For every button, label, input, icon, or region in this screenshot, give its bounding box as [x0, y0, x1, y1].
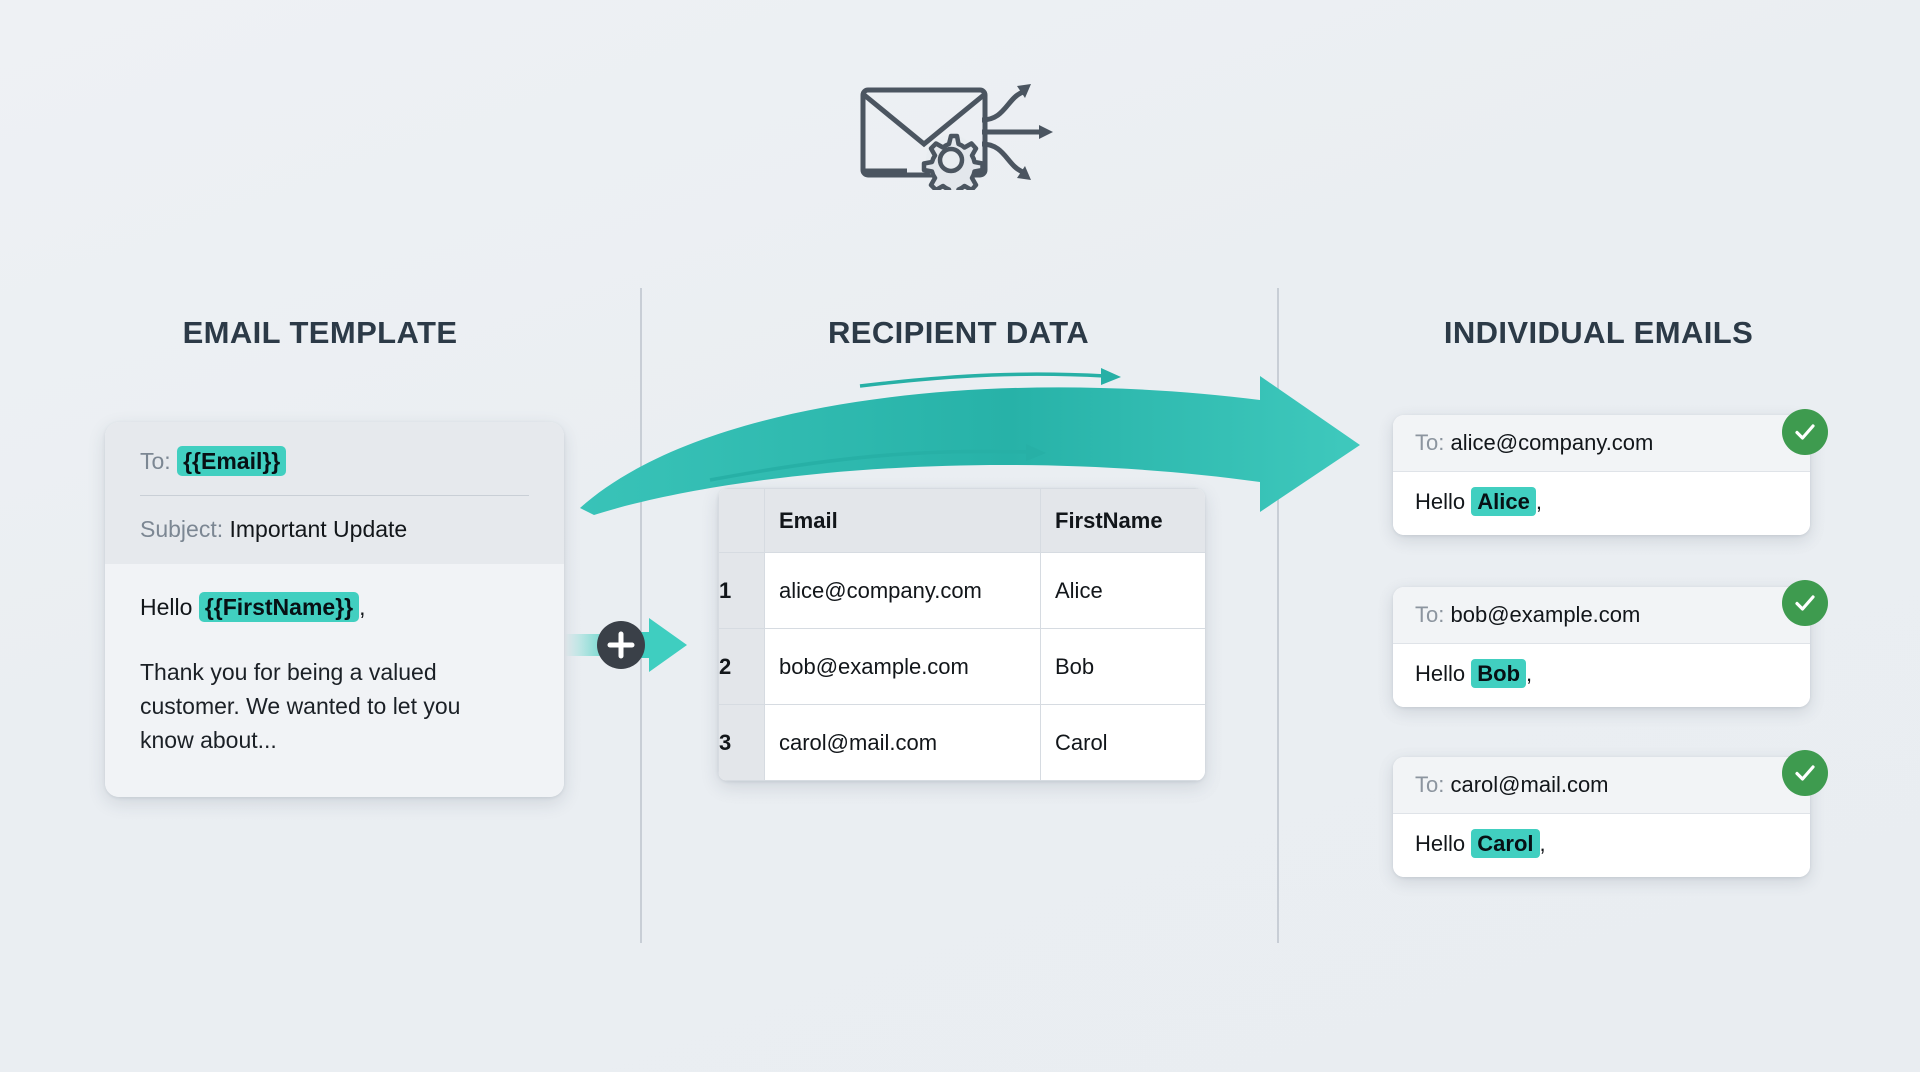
template-to-token: {{Email}} [177, 446, 287, 476]
table-row[interactable]: 2 bob@example.com Bob [718, 628, 1205, 705]
template-body-text: Thank you for being a valued customer. W… [140, 659, 461, 754]
table-index-header [718, 488, 765, 553]
template-to-row: To: {{Email}} [140, 444, 529, 479]
output-name-token: Bob [1471, 659, 1527, 688]
output-name-token: Alice [1471, 487, 1536, 516]
section-title-individual-emails: INDIVIDUAL EMAILS [1443, 315, 1754, 350]
table-header-firstname[interactable]: FirstName [1040, 488, 1205, 553]
output-to-label: To: [1415, 602, 1445, 627]
output-greeting-suffix: , [1526, 661, 1533, 686]
merge-connector [565, 600, 705, 690]
template-firstname-token: {{FirstName}} [198, 592, 360, 622]
output-greeting-prefix: Hello [1415, 489, 1466, 514]
output-to-row: To: alice@company.com [1393, 415, 1810, 472]
output-to-value: alice@company.com [1450, 430, 1654, 455]
output-to-label: To: [1415, 772, 1445, 797]
output-to-row: To: bob@example.com [1393, 587, 1810, 644]
output-body: Hello Alice, [1393, 472, 1810, 535]
table-header-email[interactable]: Email [764, 488, 1041, 553]
mail-merge-icon [855, 70, 1065, 200]
output-to-row: To: carol@mail.com [1393, 757, 1810, 814]
cell-firstname[interactable]: Carol [1040, 704, 1205, 781]
output-email-card[interactable]: To: carol@mail.com Hello Carol, [1393, 757, 1810, 877]
table-row[interactable]: 1 alice@company.com Alice [718, 552, 1205, 629]
cell-email[interactable]: alice@company.com [764, 552, 1041, 629]
column-divider-right [1277, 288, 1279, 943]
table-row[interactable]: 3 carol@mail.com Carol [718, 704, 1205, 781]
output-email-card[interactable]: To: bob@example.com Hello Bob, [1393, 587, 1810, 707]
status-badge-check-icon [1782, 580, 1828, 626]
table-header-row: Email FirstName [718, 488, 1205, 553]
output-name-token: Carol [1471, 829, 1540, 858]
output-to-label: To: [1415, 430, 1445, 455]
cell-email[interactable]: bob@example.com [764, 628, 1041, 705]
section-title-email-template: EMAIL TEMPLATE [182, 315, 458, 350]
template-subject-label: Subject: [140, 515, 224, 542]
status-badge-check-icon [1782, 409, 1828, 455]
row-index: 2 [718, 628, 765, 705]
template-divider [140, 494, 529, 496]
output-greeting-suffix: , [1539, 831, 1546, 856]
cell-firstname[interactable]: Alice [1040, 552, 1205, 629]
output-body: Hello Bob, [1393, 644, 1810, 707]
template-greeting-prefix: Hello [140, 594, 193, 620]
email-template-card[interactable]: To: {{Email}} Subject: Important Update … [105, 422, 564, 798]
cell-email[interactable]: carol@mail.com [764, 704, 1041, 781]
output-to-value: carol@mail.com [1450, 772, 1609, 797]
row-index: 3 [718, 704, 765, 781]
row-index: 1 [718, 552, 765, 629]
template-body: Hello {{FirstName}}, Thank you for being… [105, 564, 564, 798]
template-greeting-suffix: , [359, 594, 366, 620]
template-to-label: To: [140, 448, 171, 474]
section-title-recipient-data: RECIPIENT DATA [827, 315, 1090, 350]
output-to-value: bob@example.com [1450, 602, 1641, 627]
status-badge-check-icon [1782, 750, 1828, 796]
output-greeting-prefix: Hello [1415, 661, 1466, 686]
column-divider-left [640, 288, 642, 943]
template-greeting: Hello {{FirstName}}, [140, 592, 529, 622]
recipient-data-table[interactable]: Email FirstName 1 alice@company.com Alic… [718, 488, 1205, 781]
output-email-card[interactable]: To: alice@company.com Hello Alice, [1393, 415, 1810, 535]
template-subject-value: Important Update [229, 515, 408, 542]
template-subject-row: Subject: Important Update [140, 512, 529, 547]
cell-firstname[interactable]: Bob [1040, 628, 1205, 705]
template-header: To: {{Email}} Subject: Important Update [105, 422, 564, 564]
output-body: Hello Carol, [1393, 814, 1810, 877]
output-greeting-prefix: Hello [1415, 831, 1466, 856]
output-greeting-suffix: , [1535, 489, 1542, 514]
